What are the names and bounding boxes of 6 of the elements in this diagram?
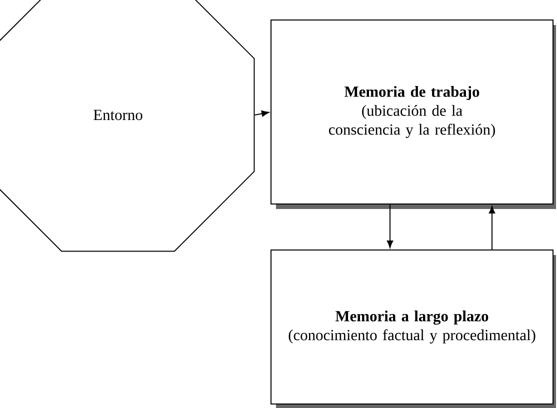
environment-octagon: Entorno — [0, 0, 255, 252]
memory-box: Memoria a largo plazo (conocimiento factual y procedimental) — [270, 250, 556, 408]
memory-box: Memoria de trabajo (ubicación de la consciencia y la reflexión) — [270, 20, 556, 209]
arrow — [386, 204, 394, 248]
arrow — [488, 206, 496, 250]
arrow — [254, 110, 270, 117]
